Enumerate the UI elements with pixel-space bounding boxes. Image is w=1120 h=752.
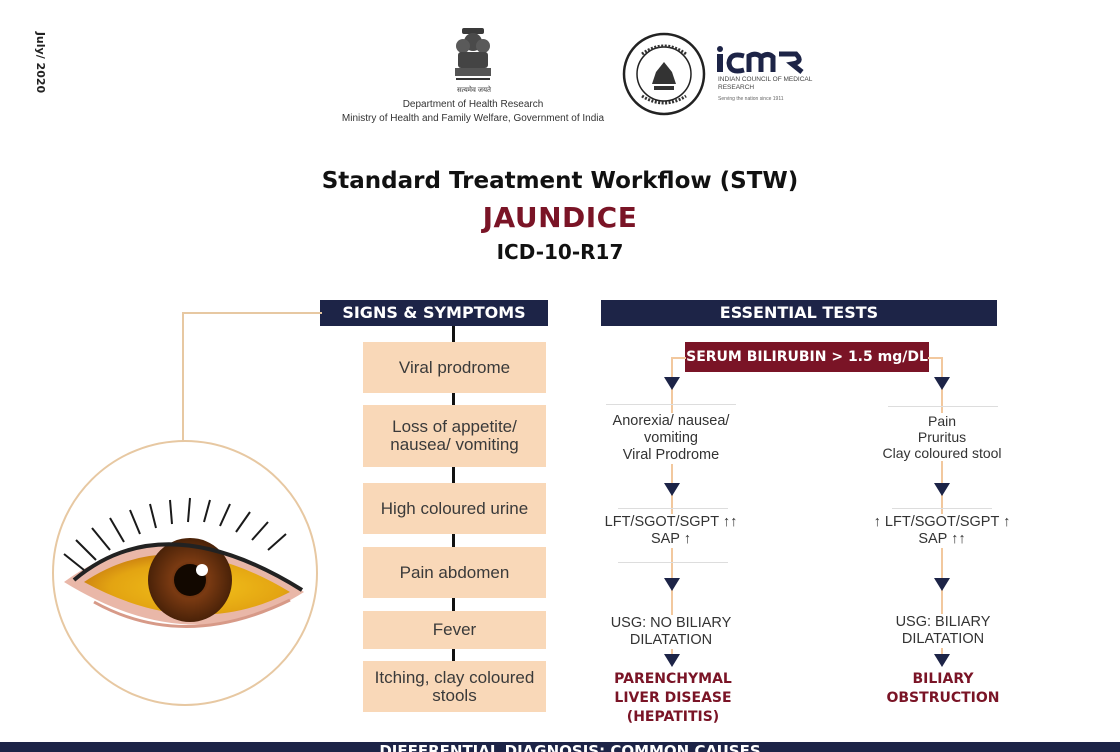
symptom-item: Itching, clay coloured stools (363, 661, 546, 712)
icmr-wordmark-logo (716, 44, 806, 74)
down-arrow-icon (934, 578, 950, 591)
up-arrow-icon: ↑ (683, 531, 692, 547)
icmr-full-name: INDIAN COUNCIL OF MEDICAL RESEARCH (718, 76, 813, 91)
double-up-arrow-icon: ↑↑ (951, 531, 966, 547)
right-lft-text: ↑ LFT/SGOT/SGPT ↑ SAP ↑↑ (852, 514, 1032, 548)
icmr-seal-logo (622, 32, 706, 116)
down-arrow-icon (664, 483, 680, 496)
left-symptoms-text: Anorexia/ nausea/ vomiting Viral Prodrom… (586, 413, 756, 464)
divider (618, 508, 728, 509)
up-arrow-icon: ↑ (1003, 514, 1011, 530)
emblem-caption: सत्यमेव जयते (456, 87, 492, 94)
signs-symptoms-header: SIGNS & SYMPTOMS (320, 300, 548, 326)
essential-tests-header: ESSENTIAL TESTS (601, 300, 997, 326)
icd-code: ICD-10-R17 (496, 240, 624, 264)
right-usg-text: USG: BILIARY DILATATION (872, 614, 1014, 648)
date-label: July/ 2020 (34, 31, 48, 94)
divider (606, 404, 736, 405)
ministry-name: Ministry of Health and Family Welfare, G… (341, 113, 605, 124)
down-arrow-icon (934, 483, 950, 496)
down-arrow-icon (934, 377, 950, 390)
down-arrow-icon (664, 654, 680, 667)
biliary-obstruction-result: BILIARY OBSTRUCTION (886, 671, 1000, 706)
icmr-tagline: Serving the nation since 1911 (718, 96, 784, 102)
flow-line (941, 357, 943, 657)
jaundiced-eye-illustration (52, 440, 318, 706)
department-credit: Department of Health Research Ministry o… (340, 98, 606, 126)
down-arrow-icon (934, 654, 950, 667)
flow-line (672, 357, 686, 359)
page-title: Standard Treatment Workflow (STW) (321, 168, 799, 194)
symptom-item: Pain abdomen (363, 547, 546, 598)
divider (618, 562, 728, 563)
department-name: Department of Health Research (402, 99, 544, 110)
next-section-heading: DIFFERENTIAL DIAGNOSIS: COMMON CAUSES (360, 744, 780, 752)
symptom-item: High coloured urine (363, 483, 546, 534)
disease-name: JAUNDICE (482, 201, 638, 234)
flow-line (928, 357, 942, 359)
symptom-item: Loss of appetite/ nausea/ vomiting (363, 405, 546, 467)
hepatitis-result: PARENCHYMAL LIVER DISEASE (HEPATITIS) (614, 671, 732, 725)
divider (888, 406, 998, 407)
symptom-item: Viral prodrome (363, 342, 546, 393)
left-lft-text: LFT/SGOT/SGPT ↑↑ SAP ↑ (586, 514, 756, 548)
national-emblem-logo (450, 26, 496, 90)
left-usg-text: USG: NO BILIARY DILATATION (596, 615, 746, 649)
symptom-item: Fever (363, 611, 546, 649)
flow-line (671, 357, 673, 657)
eye-connector-line (182, 312, 322, 450)
down-arrow-icon (664, 578, 680, 591)
down-arrow-icon (664, 377, 680, 390)
divider (892, 508, 992, 509)
right-symptoms-text: Pain Pruritus Clay coloured stool (862, 413, 1022, 461)
serum-bilirubin-box: SERUM BILIRUBIN > 1.5 mg/DL (685, 342, 929, 372)
up-arrow-icon: ↑ (873, 514, 881, 530)
double-up-arrow-icon: ↑↑ (722, 514, 738, 530)
next-section-bar (0, 742, 1120, 752)
